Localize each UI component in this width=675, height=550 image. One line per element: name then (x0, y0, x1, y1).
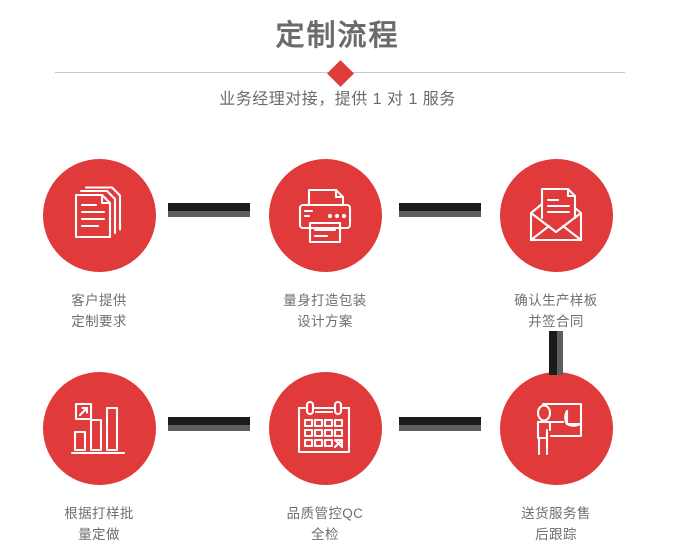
connector-1-2-bottom (168, 211, 250, 217)
page-title: 定制流程 (275, 20, 400, 52)
step-3[interactable]: 确认生产样板 并签合同 (476, 159, 636, 332)
step-1[interactable]: 客户提供 定制要求 (19, 159, 179, 332)
connector-3-6-left (549, 331, 557, 375)
step-4-label: 根据打样批 量定做 (64, 506, 134, 542)
step-3-circle[interactable] (499, 159, 613, 272)
step-6-circle[interactable] (499, 372, 613, 485)
connector-3-6 (549, 331, 563, 375)
connector-2-3-bottom (399, 211, 481, 217)
connector-5-6-bottom (399, 425, 481, 431)
connector-2-3-top (399, 203, 481, 211)
step-5-label: 品质管控QC 全检 (286, 506, 364, 542)
printer-icon (294, 185, 356, 247)
step-2[interactable]: 量身打造包装 设计方案 (245, 159, 405, 332)
presentation-person-icon (525, 398, 587, 460)
connector-1-2-top (168, 203, 250, 211)
connector-5-6 (399, 417, 481, 431)
header-divider (55, 59, 625, 87)
calendar-icon (294, 398, 356, 460)
step-2-circle[interactable] (268, 159, 382, 272)
connector-5-6-top (399, 417, 481, 425)
step-3-label: 确认生产样板 并签合同 (514, 293, 598, 329)
envelope-document-icon (525, 185, 587, 247)
connector-4-5 (168, 417, 250, 431)
step-6[interactable]: 送货服务售 后跟踪 (476, 372, 636, 545)
step-1-label: 客户提供 定制要求 (71, 293, 127, 329)
connector-2-3 (399, 203, 481, 217)
connector-1-2 (168, 203, 250, 217)
step-5[interactable]: 品质管控QC 全检 (245, 372, 405, 545)
step-4-circle[interactable] (42, 372, 156, 485)
connector-4-5-bottom (168, 425, 250, 431)
step-1-circle[interactable] (42, 159, 156, 272)
bar-chart-growth-icon (68, 398, 130, 460)
documents-stack-icon (68, 185, 130, 247)
connector-3-6-right (557, 331, 563, 375)
connector-4-5-top (168, 417, 250, 425)
step-6-label: 送货服务售 后跟踪 (521, 506, 591, 542)
diamond-icon (326, 59, 354, 87)
step-2-label: 量身打造包装 设计方案 (283, 293, 367, 329)
page-subtitle: 业务经理对接，提供 1 对 1 服务 (219, 91, 456, 108)
step-4[interactable]: 根据打样批 量定做 (19, 372, 179, 545)
step-5-circle[interactable] (268, 372, 382, 485)
